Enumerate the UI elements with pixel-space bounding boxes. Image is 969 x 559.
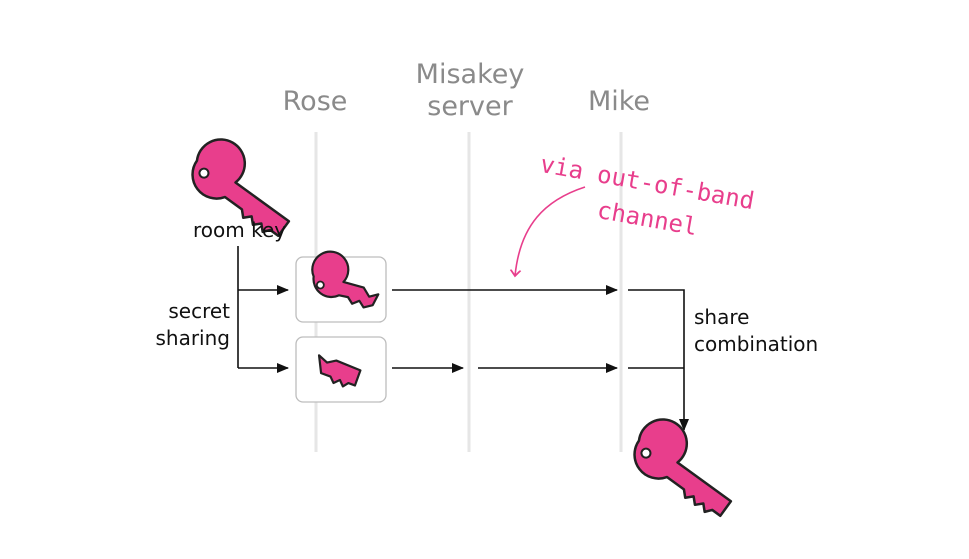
room-key-label: room key: [193, 217, 286, 244]
reconstructed-key-icon: [633, 418, 733, 518]
room-key-text: room key: [193, 218, 287, 242]
secret-sharing-label: secret sharing: [150, 298, 230, 352]
key-icon: [191, 138, 291, 238]
share-combination-line-1: share: [694, 305, 750, 329]
share-combination-line-2: combination: [694, 332, 819, 356]
actor-misakey-server: Misakey server: [400, 59, 540, 123]
actor-rose-label: Rose: [282, 86, 348, 117]
combination-connector: [628, 289, 689, 431]
share-combination-label: share combination: [694, 304, 818, 358]
actor-misakey-line-2: server: [427, 91, 513, 122]
key-tail-share-icon: [317, 354, 362, 388]
actor-mike-label: Mike: [587, 86, 651, 117]
actor-misakey-line-1: Misakey: [415, 59, 525, 90]
actor-rose: Rose: [265, 86, 365, 118]
key-head-share-icon: [311, 250, 380, 309]
secret-sharing-line-2: sharing: [155, 326, 230, 350]
secret-sharing-line-1: secret: [168, 299, 230, 323]
actor-mike: Mike: [569, 86, 669, 118]
annotation-arrow: [515, 186, 586, 276]
